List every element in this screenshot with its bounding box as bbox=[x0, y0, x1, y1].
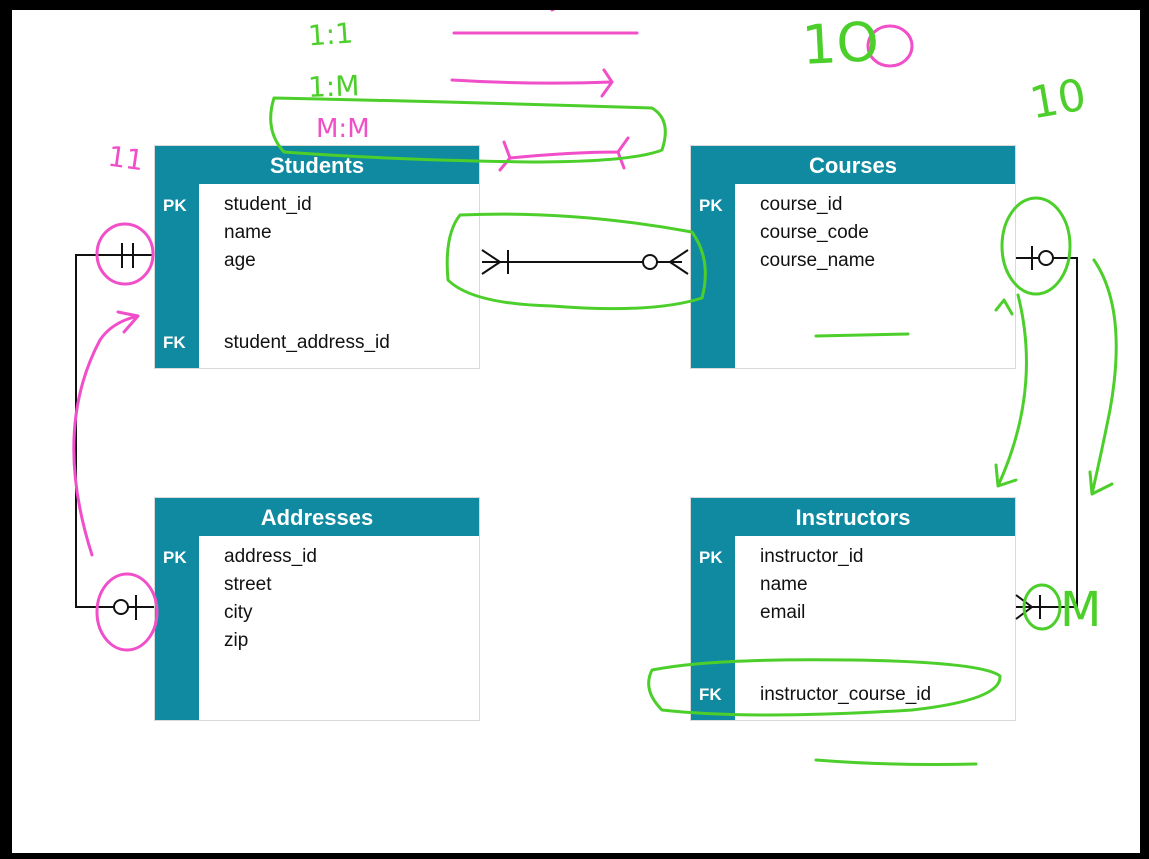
field-course-code: course_code bbox=[760, 222, 869, 243]
pk-label: PK bbox=[699, 196, 723, 215]
green-arrow-down-to-instructors bbox=[994, 293, 1028, 488]
annotation-many-to-many: M:M bbox=[316, 114, 370, 144]
green-circle-courses-end bbox=[1000, 196, 1072, 296]
field-student-id: student_id bbox=[224, 194, 312, 215]
entity-title: Courses bbox=[691, 146, 1015, 184]
pink-arrow-addresses-to-students bbox=[72, 310, 140, 557]
field-email: email bbox=[760, 602, 806, 623]
field-street: street bbox=[224, 574, 272, 595]
green-loop-instructor-fk bbox=[647, 658, 1002, 717]
entity-courses[interactable]: Courses PK course_id course_code course_… bbox=[690, 145, 1016, 369]
field-name: name bbox=[224, 222, 272, 243]
field-instructor-course-id: instructor_course_id bbox=[760, 684, 932, 705]
pink-line-one-to-many bbox=[450, 68, 614, 98]
entity-title: Students bbox=[155, 146, 479, 184]
entity-students[interactable]: Students PK FK student_id name age stude… bbox=[154, 145, 480, 369]
green-ink-layer bbox=[269, 96, 1118, 766]
pk-label: PK bbox=[163, 548, 187, 567]
annotation-one-to-many: 1:M bbox=[307, 69, 360, 104]
pk-label: PK bbox=[163, 196, 187, 215]
fk-label: FK bbox=[699, 685, 722, 704]
key-column: PK bbox=[155, 536, 199, 720]
green-underline-courses bbox=[814, 332, 910, 338]
field-address-id: address_id bbox=[224, 546, 317, 567]
pink-ink-layer bbox=[72, 10, 914, 652]
diagram-canvas: Students PK FK student_id name age stude… bbox=[12, 10, 1140, 853]
annotation-header-mark: 1O bbox=[800, 10, 881, 77]
field-city: city bbox=[224, 602, 253, 623]
fk-label: FK bbox=[163, 333, 186, 352]
key-column: PK FK bbox=[155, 184, 199, 368]
annotation-courses-mark: 10 bbox=[1025, 69, 1091, 130]
pink-circle-header-mark bbox=[866, 24, 914, 68]
field-zip: zip bbox=[224, 630, 249, 651]
entity-instructors[interactable]: Instructors PK FK instructor_id name ema… bbox=[690, 497, 1016, 721]
entity-title: Instructors bbox=[691, 498, 1015, 536]
field-instructor-id: instructor_id bbox=[760, 546, 864, 567]
key-column: PK FK bbox=[691, 536, 735, 720]
entity-addresses[interactable]: Addresses PK address_id street city zip bbox=[154, 497, 480, 721]
students-addresses-connector bbox=[75, 243, 154, 620]
field-course-name: course_name bbox=[760, 250, 876, 271]
annotation-instructors-mark: M bbox=[1060, 582, 1102, 638]
green-loop-many-to-many bbox=[269, 96, 667, 164]
pk-label: PK bbox=[699, 548, 723, 567]
pink-line-many-to-many bbox=[498, 136, 630, 172]
pink-circle-students-end bbox=[95, 222, 155, 286]
green-loop-students-courses bbox=[445, 212, 707, 311]
students-courses-connector bbox=[481, 249, 689, 275]
green-arrow-right-side bbox=[1088, 258, 1118, 496]
annotation-students-mark: 11 bbox=[105, 139, 146, 178]
green-underline-instructors bbox=[814, 758, 978, 766]
relationship-lines bbox=[75, 243, 1078, 620]
field-age: age bbox=[224, 250, 256, 271]
annotation-one-to-one: 1:1 bbox=[306, 16, 355, 53]
field-student-address-id: student_address_id bbox=[224, 332, 390, 353]
green-circle-instructors-end bbox=[1022, 583, 1062, 631]
pink-circle-addresses-end bbox=[95, 572, 159, 652]
field-name: name bbox=[760, 574, 808, 595]
entity-title: Addresses bbox=[155, 498, 479, 536]
green-arrow-up-to-courses bbox=[994, 298, 1014, 316]
key-column: PK bbox=[691, 184, 735, 368]
field-course-id: course_id bbox=[760, 194, 843, 215]
